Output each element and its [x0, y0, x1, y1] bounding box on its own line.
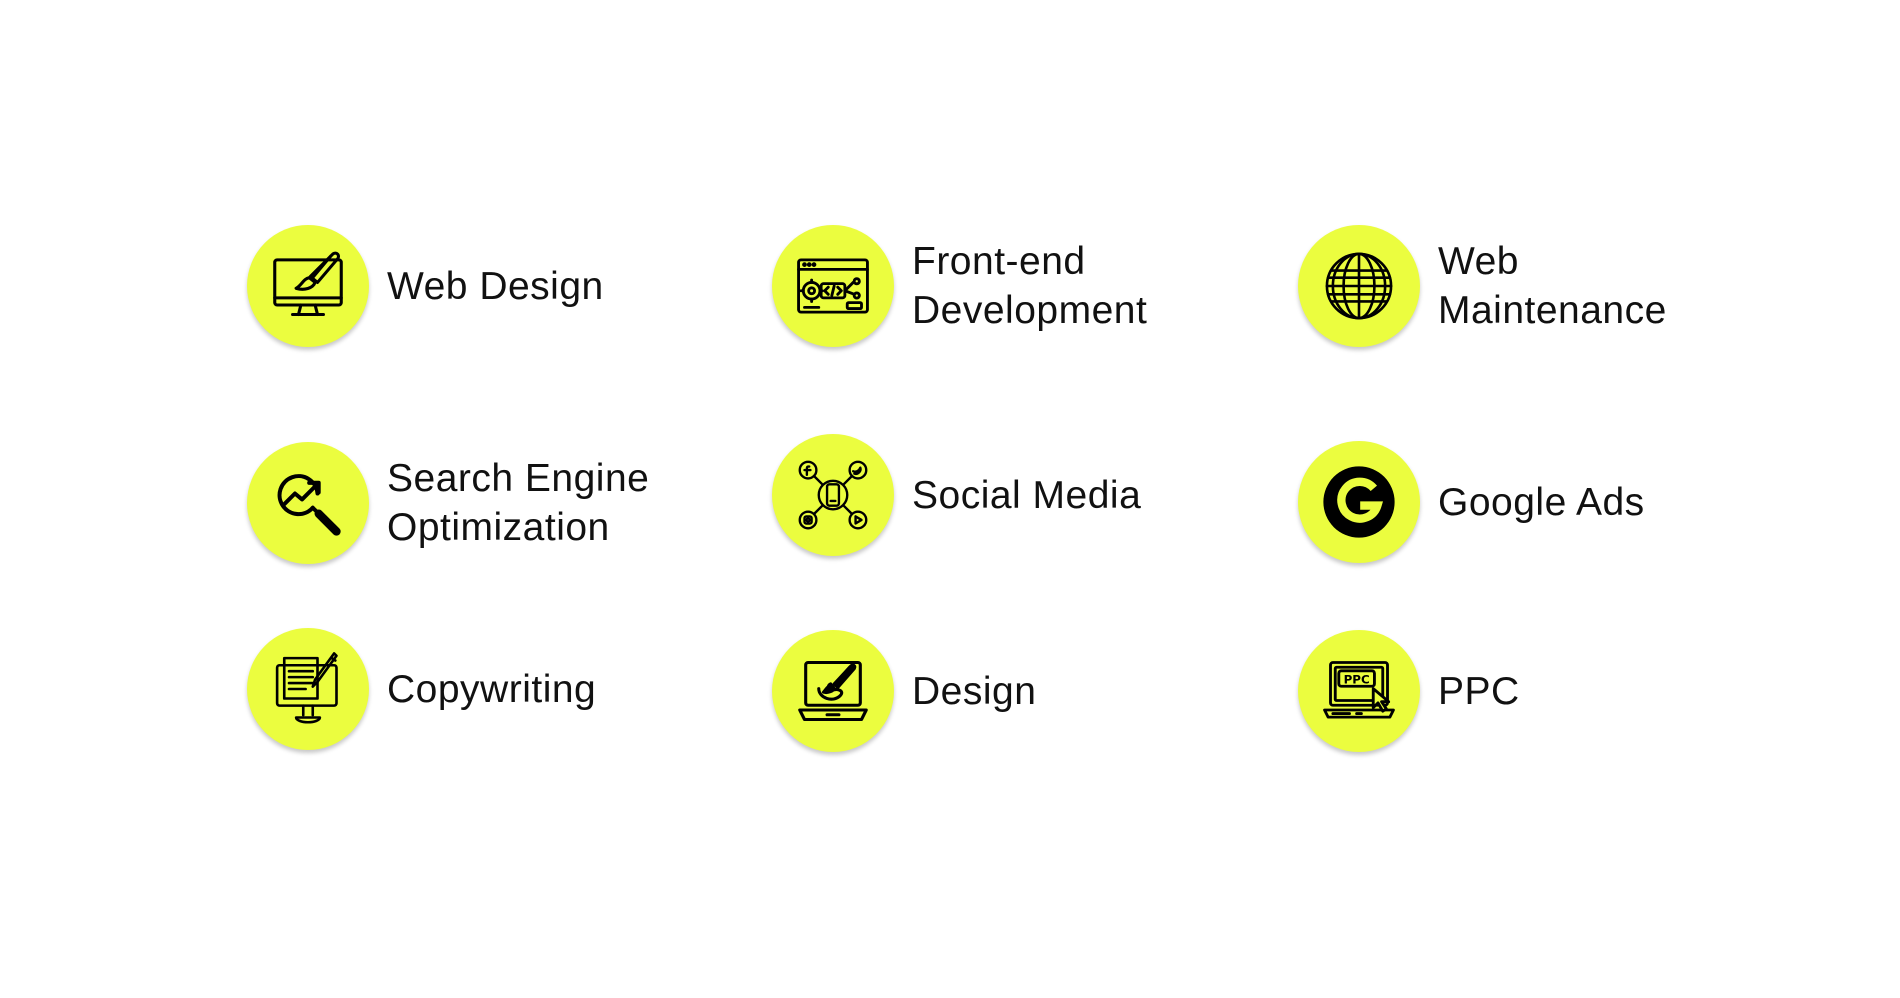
- laptop-palette-icon: [798, 660, 868, 722]
- service-badge: [247, 225, 369, 347]
- service-badge: [772, 630, 894, 752]
- ppc-laptop-icon: PPC: [1323, 661, 1395, 719]
- service-label: Copywriting: [387, 667, 597, 711]
- service-badge: [1298, 441, 1420, 563]
- monitor-brush-icon: [273, 251, 343, 317]
- code-window-icon: [797, 258, 869, 314]
- magnifier-growth-icon: [277, 474, 341, 536]
- google-g-icon: [1323, 466, 1395, 538]
- service-label: Web Maintenance: [1438, 240, 1667, 332]
- service-badge: [772, 434, 894, 556]
- service-social-media: Social Media: [772, 434, 1141, 556]
- service-badge: [247, 442, 369, 564]
- service-label: Social Media: [912, 473, 1142, 517]
- service-label: Design: [912, 669, 1037, 713]
- service-badge: [247, 628, 369, 750]
- service-label: Web Design: [387, 264, 604, 308]
- document-pen-icon: [275, 652, 338, 724]
- service-seo: Search Engine Optimization: [247, 442, 649, 564]
- service-design: Design: [772, 630, 1036, 752]
- service-front-end-development: Front-end Development: [772, 225, 1147, 347]
- service-label: PPC: [1438, 669, 1520, 713]
- service-web-maintenance: Web Maintenance: [1298, 225, 1667, 347]
- service-google-ads: Google Ads: [1298, 441, 1645, 563]
- service-badge: [1298, 225, 1420, 347]
- service-label: Google Ads: [1438, 480, 1645, 524]
- service-copywriting: Copywriting: [247, 628, 596, 750]
- service-label: Front-end Development: [912, 240, 1148, 332]
- social-network-icon: [798, 460, 868, 530]
- service-label: Search Engine Optimization: [387, 457, 650, 549]
- service-badge: [772, 225, 894, 347]
- globe-icon: [1325, 252, 1393, 320]
- service-badge: PPC: [1298, 630, 1420, 752]
- service-ppc: PPC PPC: [1298, 630, 1520, 752]
- ppc-icon-text: PPC: [1344, 672, 1370, 686]
- service-web-design: Web Design: [247, 225, 604, 347]
